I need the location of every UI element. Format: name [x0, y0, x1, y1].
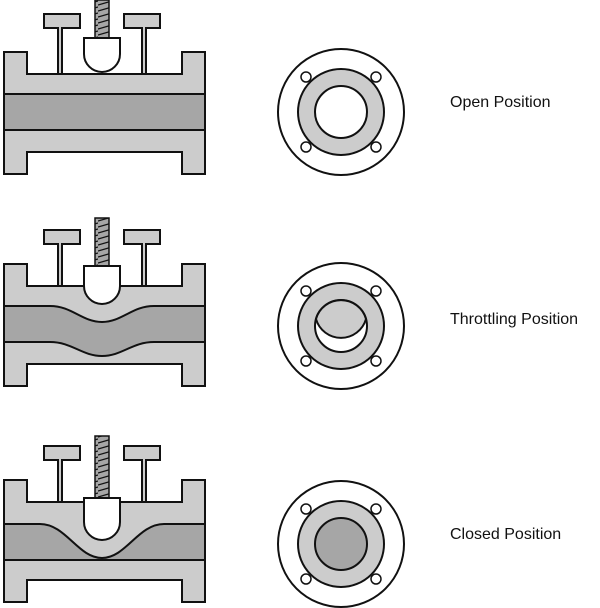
pipe-bore — [3, 93, 206, 131]
valve-disc — [83, 37, 121, 73]
pipe-outer-wall — [3, 479, 206, 603]
valve-stem — [94, 217, 110, 269]
flange-end-view-open — [277, 48, 405, 176]
bolt-hole — [300, 355, 312, 367]
pipe-bore — [3, 523, 206, 561]
bolt-hole — [370, 355, 382, 367]
valve-body-closed — [3, 435, 206, 603]
disc-intrusion — [314, 299, 368, 339]
throttling-position-label: Throttling Position — [450, 311, 579, 328]
bolt-hole — [370, 573, 382, 585]
valve-stem — [94, 435, 110, 503]
valve-body-open — [3, 0, 206, 175]
bolt-hole — [370, 285, 382, 297]
bolt-hole — [370, 503, 382, 515]
bonnet — [43, 229, 161, 287]
open-bore — [314, 85, 368, 139]
bolt-hole — [300, 503, 312, 515]
bolt-hole — [370, 71, 382, 83]
valve-body-throttling — [3, 217, 206, 387]
closed-disc — [314, 517, 368, 571]
bonnet — [43, 13, 161, 75]
closed-position-label: Closed Position — [450, 526, 562, 543]
open-position-label: Open Position — [450, 94, 551, 111]
bolt-hole — [300, 141, 312, 153]
bolt-hole — [300, 71, 312, 83]
valve-stem — [94, 0, 110, 41]
bonnet — [43, 445, 161, 503]
bolt-hole — [300, 573, 312, 585]
flange-end-view-closed — [277, 480, 405, 608]
pipe-bore — [3, 305, 206, 358]
valve-disc — [83, 497, 121, 541]
valve-disc — [83, 265, 121, 305]
closed-position-row — [3, 435, 405, 608]
bolt-hole — [370, 141, 382, 153]
throttling-position-row — [3, 217, 405, 390]
flange-end-view-throttling — [277, 262, 405, 390]
open-position-row — [3, 0, 405, 176]
bolt-hole — [300, 285, 312, 297]
